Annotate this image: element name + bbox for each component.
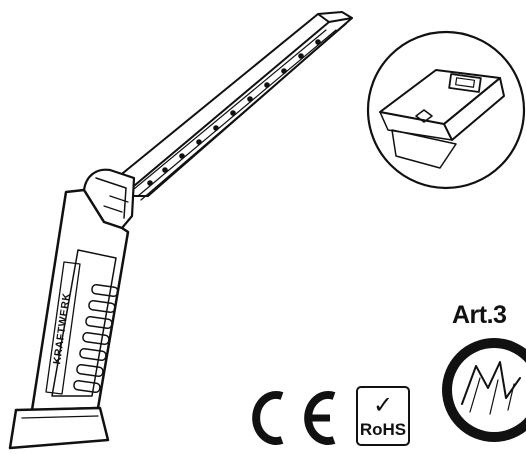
handle-body [30, 188, 130, 412]
article-number: Art.3 [452, 301, 507, 329]
check-icon: ✓ [372, 391, 394, 419]
rohs-label: RoHS [359, 420, 407, 439]
led-arm [111, 11, 353, 201]
kraftwerk-seal-icon [442, 338, 526, 442]
hinge-joint [82, 168, 136, 230]
rohs-badge-icon: ✓ RoHS [356, 386, 410, 446]
led-dots [147, 39, 321, 186]
detail-zoom-view [366, 30, 526, 190]
handle-base [8, 406, 110, 450]
ce-mark-icon [252, 391, 336, 445]
